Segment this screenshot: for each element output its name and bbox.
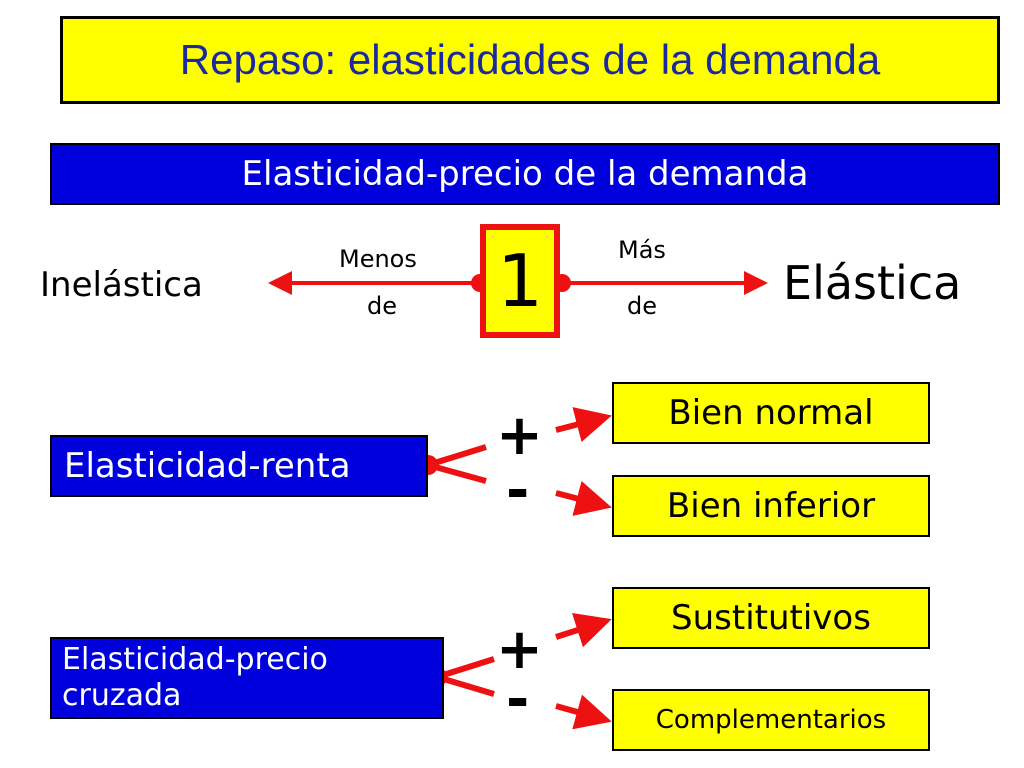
cruzada-minus-sign: - [506,667,530,732]
price-elasticity-header: Elasticidad-precio de la demanda [50,143,1000,205]
elastic-label: Elástica [783,256,962,310]
more-than-bottom: de [627,292,657,320]
less-than-bottom: de [367,292,397,320]
less-than-top: Menos [339,245,417,273]
cruzada-plus-sign: + [496,617,543,682]
cross-elasticity-box: Elasticidad-precio cruzada [50,637,444,719]
bien-normal-label: Bien normal [668,393,874,433]
bien-inferior-box: Bien inferior [612,475,930,537]
arrow-bien-normal [555,407,612,442]
sustitutivos-box: Sustitutivos [612,587,930,649]
cross-elasticity-label-line1: Elasticidad-precio [62,642,328,677]
cross-elasticity-label-line2: cruzada [62,678,182,713]
unit-elasticity-box: 1 [480,224,560,338]
price-elasticity-header-text: Elasticidad-precio de la demanda [241,154,809,194]
arrow-complementarios [555,694,612,730]
income-elasticity-box: Elasticidad-renta [50,435,428,497]
renta-plus-sign: + [496,403,543,468]
unit-elasticity-value: 1 [497,239,543,323]
bien-inferior-label: Bien inferior [666,486,876,526]
slide-title: Repaso: elasticidades de la demanda [60,16,1000,104]
arrow-bien-inferior [555,481,612,516]
inelastic-label: Inelástica [40,265,203,305]
sustitutivos-label: Sustitutivos [671,598,871,638]
arrow-sustitutivos [555,612,612,648]
complementarios-label: Complementarios [655,705,887,735]
renta-minus-sign: - [506,458,530,523]
more-than-top: Más [618,236,666,264]
income-elasticity-label: Elasticidad-renta [64,446,351,486]
bien-normal-box: Bien normal [612,382,930,444]
complementarios-box: Complementarios [612,689,930,751]
slide-title-text: Repaso: elasticidades de la demanda [179,36,881,83]
